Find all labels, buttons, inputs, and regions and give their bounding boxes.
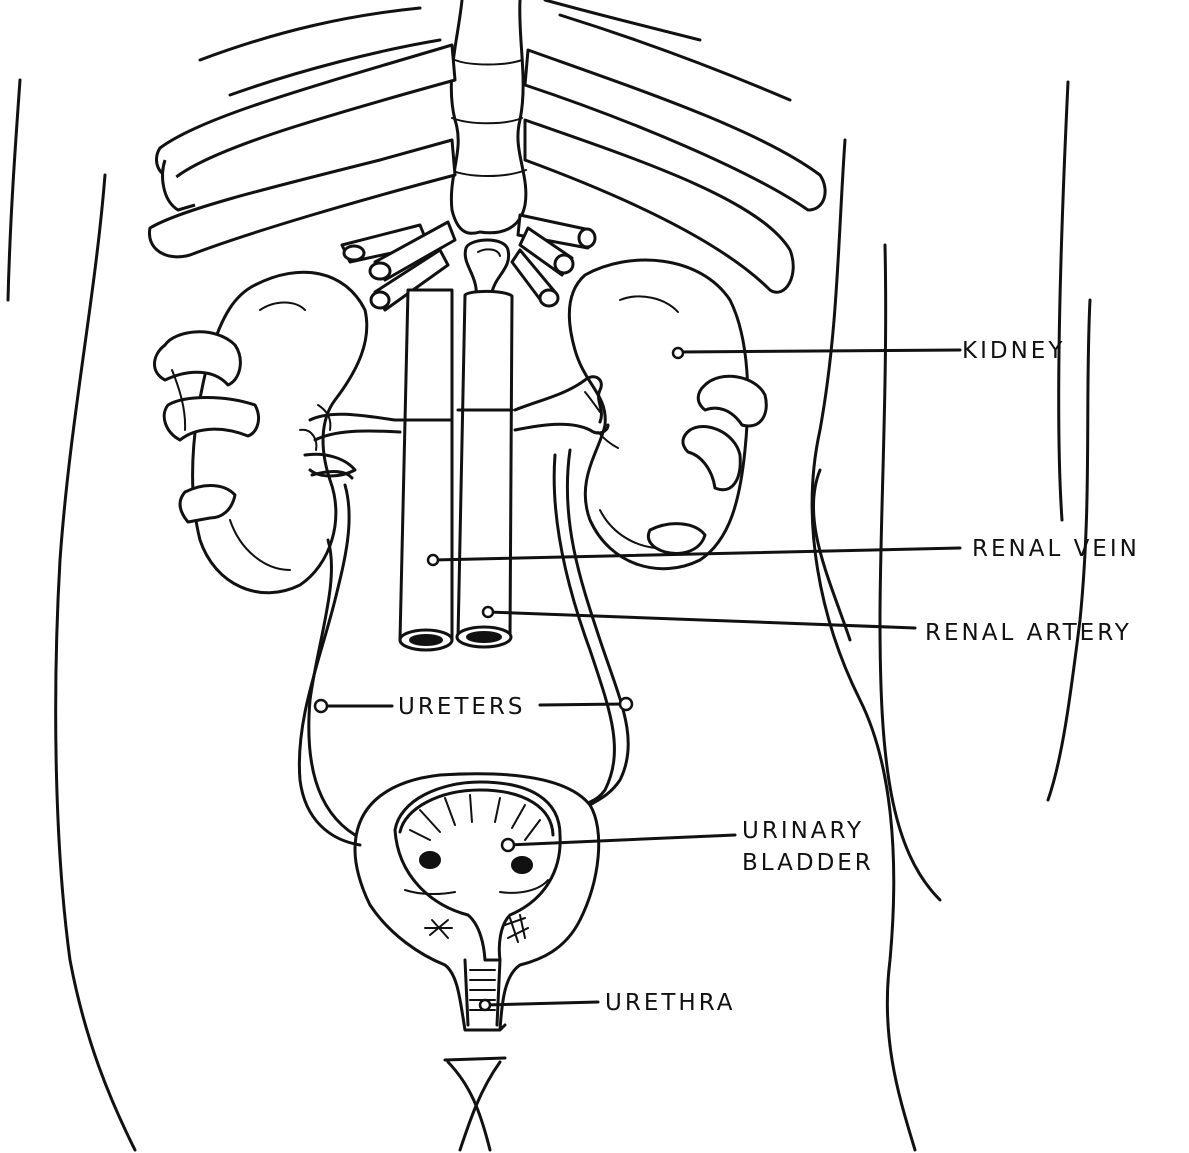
bladder-pointer-dot [502, 839, 514, 851]
ureters-right-pointer-dot [620, 698, 632, 710]
label-kidney: KIDNEY [962, 338, 1065, 364]
great-vessels [400, 290, 512, 650]
urethra-pointer-dot [480, 1000, 490, 1010]
label-urethra: URETHRA [605, 990, 735, 1016]
ribs-left [149, 8, 455, 257]
label-ureters: URETERS [398, 694, 526, 720]
urinary-bladder [355, 774, 599, 1030]
renal-artery-pointer-dot [483, 607, 493, 617]
renal-hilum-vessels [300, 377, 618, 478]
label-urinary-bladder-line1: URINARY [742, 818, 864, 844]
renal-vein-pointer-dot [428, 555, 438, 565]
kidney-leader [678, 350, 960, 352]
ureters-left-pointer-dot [315, 700, 327, 712]
renal-artery-leader [488, 612, 915, 628]
label-urinary-bladder-line2: BLADDER [742, 850, 874, 876]
spine [450, 0, 526, 298]
label-renal-artery: RENAL ARTERY [925, 620, 1132, 646]
right-kidney [569, 260, 766, 569]
label-renal-vein: RENAL VEIN [972, 536, 1140, 562]
ureters-leader-right [540, 704, 625, 705]
ribs-right [525, 0, 825, 292]
bladder-leader [508, 835, 735, 845]
kidney-pointer-dot [673, 348, 683, 358]
